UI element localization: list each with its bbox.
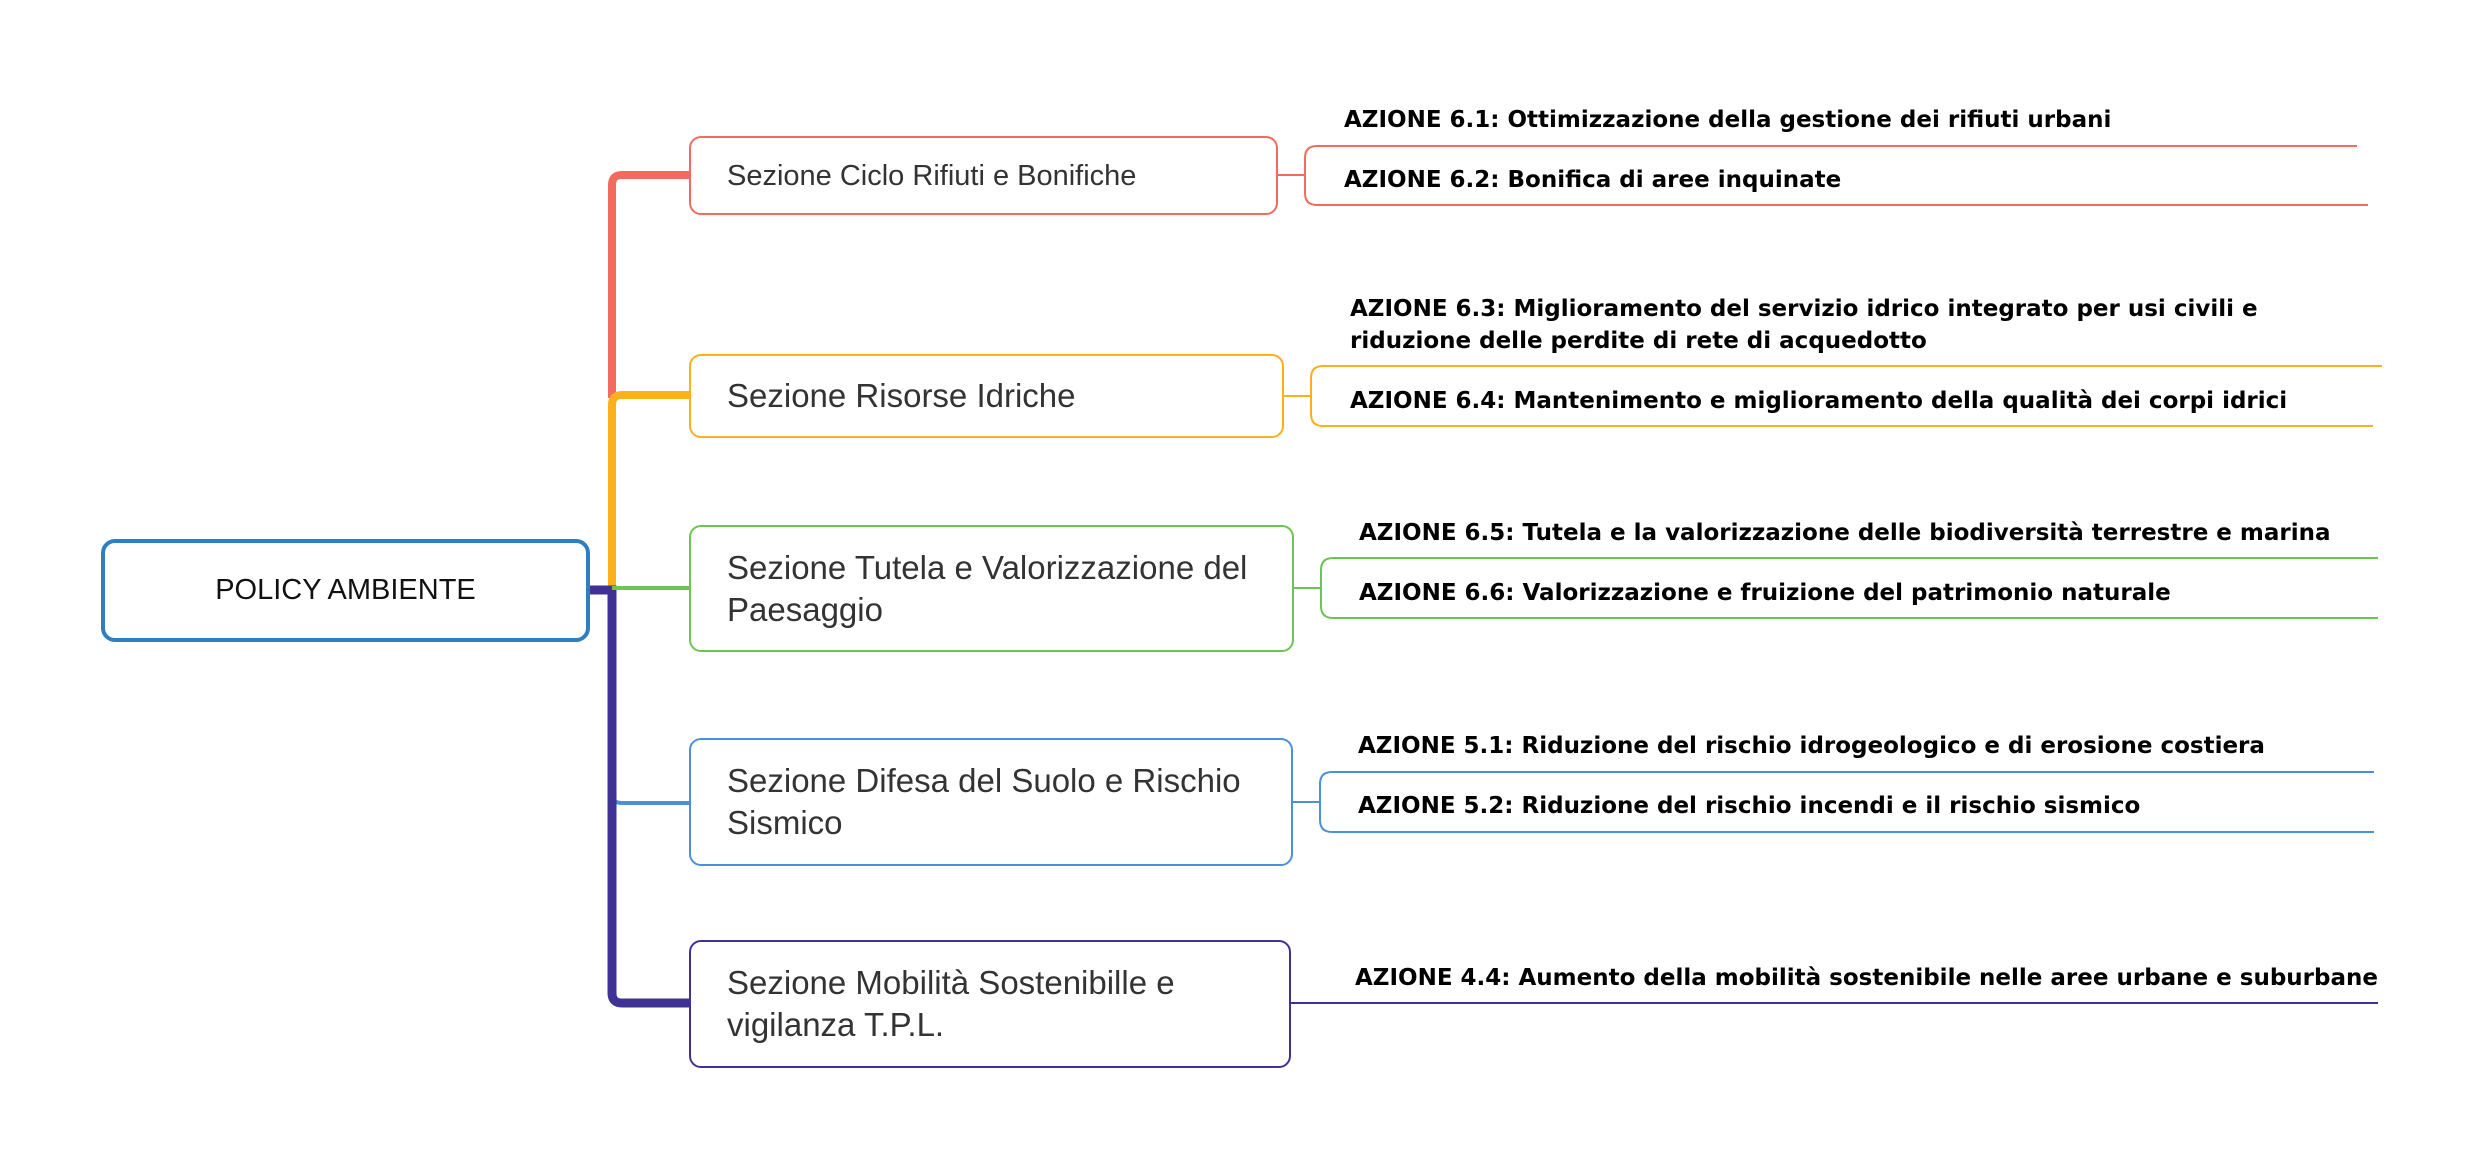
section-mobilita-sostenibile[interactable]: Sezione Mobilità Sostenibille e vigilanz… (689, 940, 1291, 1068)
action-6-6[interactable]: AZIONE 6.6: Valorizzazione e fruizione d… (1359, 580, 2171, 606)
leaf-connectors-2 (1283, 365, 2382, 427)
trunk-segment-1 (608, 171, 690, 398)
leaf-connectors-1 (1277, 145, 2368, 206)
section-label: Sezione Mobilità Sostenibille e vigilanz… (727, 964, 1175, 1043)
leaf-connectors-4 (1292, 771, 2374, 833)
action-6-2[interactable]: AZIONE 6.2: Bonifica di aree inquinate (1344, 167, 1842, 193)
leaf-connectors-3 (1293, 557, 2378, 619)
section-label: Sezione Difesa del Suolo e Rischio Sismi… (727, 762, 1241, 841)
section-label: Sezione Ciclo Rifiuti e Bonifiche (727, 159, 1137, 192)
trunk-segment-2 (608, 391, 690, 587)
action-6-5[interactable]: AZIONE 6.5: Tutela e la valorizzazione d… (1359, 520, 2331, 546)
trunk-segment-4 (610, 588, 690, 805)
root-label: POLICY AMBIENTE (215, 574, 476, 606)
section-risorse-idriche[interactable]: Sezione Risorse Idriche (689, 354, 1284, 438)
section-tutela-paesaggio[interactable]: Sezione Tutela e Valorizzazione del Paes… (689, 525, 1294, 652)
action-5-2[interactable]: AZIONE 5.2: Riduzione del rischio incend… (1358, 793, 2141, 819)
action-6-4[interactable]: AZIONE 6.4: Mantenimento e miglioramento… (1350, 388, 2288, 414)
root-node[interactable]: POLICY AMBIENTE (101, 539, 590, 642)
section-label: Sezione Risorse Idriche (727, 377, 1076, 414)
action-5-1[interactable]: AZIONE 5.1: Riduzione del rischio idroge… (1358, 733, 2265, 759)
section-label: Sezione Tutela e Valorizzazione del Paes… (727, 548, 1248, 628)
section-difesa-suolo[interactable]: Sezione Difesa del Suolo e Rischio Sismi… (689, 738, 1293, 866)
action-4-4[interactable]: AZIONE 4.4: Aumento della mobilità soste… (1355, 965, 2378, 991)
trunk-segment-5 (588, 585, 690, 1008)
action-6-3[interactable]: AZIONE 6.3: Miglioramento del servizio i… (1350, 296, 2258, 354)
action-6-1[interactable]: AZIONE 6.1: Ottimizzazione della gestion… (1344, 107, 2112, 133)
section-ciclo-rifiuti[interactable]: Sezione Ciclo Rifiuti e Bonifiche (689, 136, 1278, 215)
